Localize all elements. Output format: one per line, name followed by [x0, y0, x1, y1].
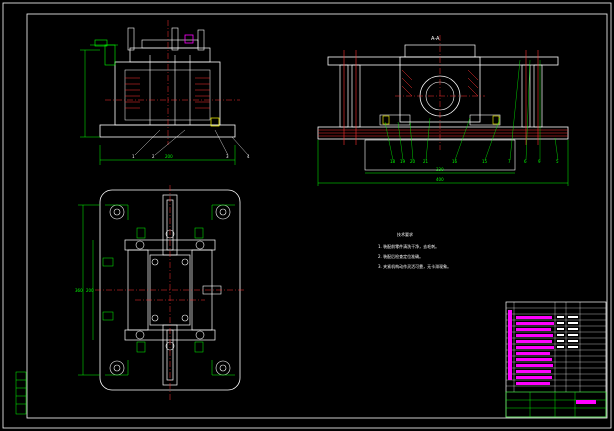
front-body — [114, 61, 221, 126]
side-view-title: A-A — [431, 36, 440, 42]
front-width-dim: 200 — [165, 154, 173, 159]
plan-dim-inner: 200 — [86, 288, 94, 293]
side-callout-5: 5 — [556, 159, 559, 164]
plan-dim-outer: 360 — [75, 288, 83, 293]
side-callout-6: 6 — [524, 159, 527, 164]
front-callout-4: 4 — [247, 154, 250, 159]
tech-notes-title: 技术要求 — [397, 231, 413, 237]
front-base-plate — [99, 124, 236, 138]
front-hatch — [125, 77, 210, 109]
side-callout-15: 15 — [482, 159, 488, 164]
front-callout-3: 3 — [226, 154, 229, 159]
side-callout-9: 9 — [538, 159, 541, 164]
side-callout-19: 19 — [400, 159, 406, 164]
front-callout-2: 2 — [152, 154, 155, 159]
title-block-name — [576, 400, 596, 404]
tech-note-2: 2. 装配后检查定位准确。 — [378, 253, 423, 259]
side-callout-20: 20 — [410, 159, 416, 164]
side-width-dim: 330 — [436, 167, 444, 172]
side-callout-21: 21 — [423, 159, 429, 164]
side-overall-dim: 400 — [436, 177, 444, 182]
side-view: A-A — [317, 35, 569, 186]
margin-strip — [15, 371, 27, 415]
side-callout-16: 16 — [452, 159, 458, 164]
front-view: 200 1 2 3 4 — [80, 20, 250, 165]
side-callout-7: 7 — [508, 159, 511, 164]
inner-frame — [26, 13, 608, 419]
tech-notes: 技术要求 1. 装配前零件清洗干净，去毛刺。 2. 装配后检查定位准确。 3. … — [378, 231, 451, 269]
plan-view: 360 200 — [75, 185, 245, 400]
tech-note-3: 3. 夹紧机构动作灵活可靠，无卡滞现象。 — [378, 263, 451, 269]
side-callout-18: 18 — [390, 159, 396, 164]
tech-note-1: 1. 装配前零件清洗干净，去毛刺。 — [378, 243, 439, 249]
title-block — [505, 301, 607, 418]
front-callout-1: 1 — [132, 154, 135, 159]
